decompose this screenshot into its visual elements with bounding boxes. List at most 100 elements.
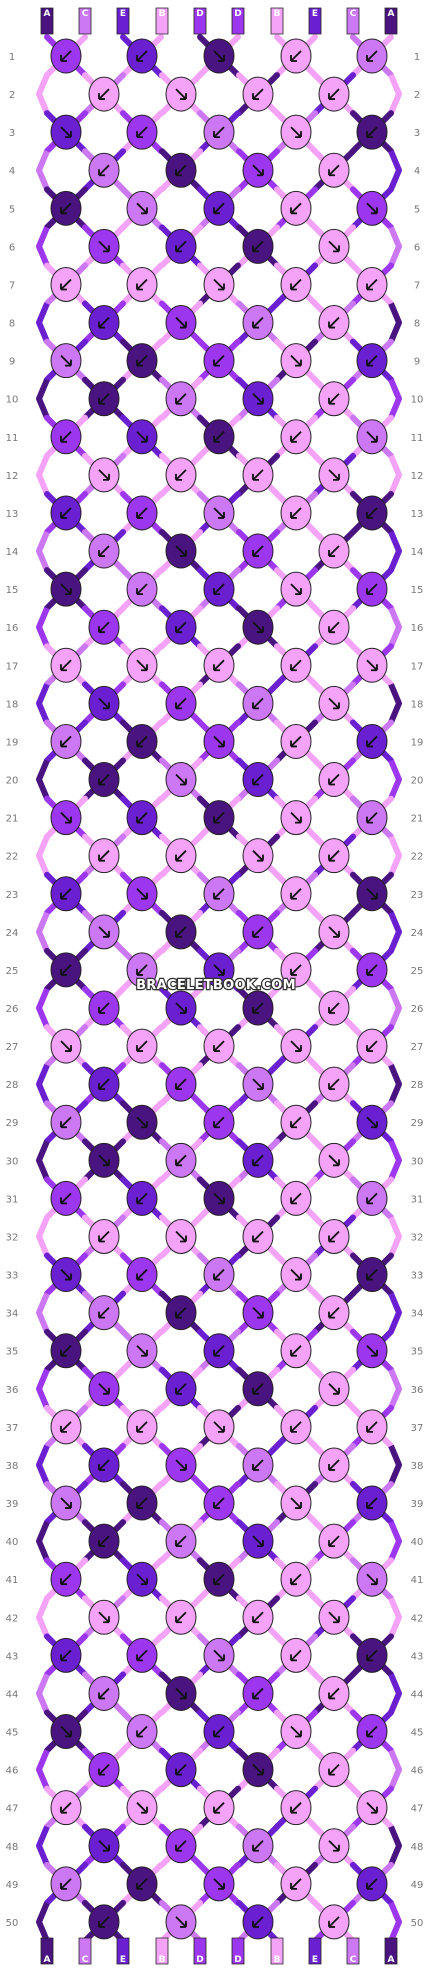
knot-direction-arrow — [366, 1421, 378, 1433]
edge-turn-connector — [388, 1749, 402, 1790]
knot — [280, 1561, 312, 1597]
row-number-right: 17 — [411, 661, 424, 672]
knot — [318, 1752, 350, 1788]
knot-direction-arrow — [136, 888, 148, 900]
knot — [356, 343, 388, 379]
knot-direction-arrow — [252, 1535, 264, 1548]
knot — [356, 495, 388, 531]
knot-direction-arrow — [252, 1078, 264, 1091]
row-number-left: 17 — [6, 661, 19, 672]
edge-turn-connector — [36, 759, 50, 800]
row-number-left: 27 — [6, 1042, 19, 1053]
knot — [356, 1714, 388, 1750]
knot-direction-arrow — [252, 393, 264, 405]
row-number-left: 9 — [9, 357, 15, 368]
row-number-left: 46 — [6, 1766, 19, 1777]
knot — [88, 1218, 120, 1254]
row-number-right: 39 — [411, 1499, 424, 1510]
knot — [242, 76, 274, 112]
knot — [280, 800, 312, 836]
knot — [50, 1790, 82, 1826]
knot-direction-arrow — [98, 240, 110, 253]
knot-direction-arrow — [328, 1535, 340, 1548]
strand-end-top — [384, 7, 398, 35]
knot-direction-arrow — [290, 583, 302, 596]
knot-direction-arrow — [213, 1573, 225, 1586]
knot-direction-arrow — [98, 1611, 110, 1624]
knot — [203, 38, 235, 74]
knot-direction-arrow — [366, 1802, 378, 1814]
knot — [318, 1066, 350, 1102]
knot — [50, 343, 82, 379]
row-number-left: 42 — [6, 1613, 19, 1624]
knot-direction-arrow — [252, 240, 264, 253]
knot — [280, 1028, 312, 1064]
edge-turn-connector — [36, 150, 50, 191]
strand-letter-top: C — [82, 9, 89, 19]
knot-direction-arrow — [136, 659, 148, 672]
edge-turn-connector — [36, 1673, 50, 1714]
knot-direction-arrow — [252, 1763, 264, 1776]
knot — [356, 952, 388, 988]
knot — [126, 1028, 158, 1064]
row-number-right: 41 — [411, 1575, 424, 1586]
knot-direction-arrow — [136, 1192, 148, 1205]
knot — [165, 1904, 197, 1940]
row-number-right: 34 — [411, 1309, 424, 1320]
edge-turn-connector — [388, 759, 402, 800]
strand-end-bottom — [40, 1937, 54, 1965]
knot-direction-arrow — [60, 507, 72, 519]
knot-direction-arrow — [175, 1078, 187, 1091]
knot — [165, 1218, 197, 1254]
knot — [242, 685, 274, 721]
knot — [50, 1257, 82, 1293]
strand-letter-bottom: E — [312, 1955, 318, 1965]
knot-direction-arrow — [328, 545, 340, 557]
edge-turn-connector — [388, 530, 402, 572]
row-number-right: 24 — [411, 928, 424, 939]
knot — [356, 1180, 388, 1216]
knot — [280, 419, 312, 455]
edge-turn-connector — [388, 226, 402, 267]
knot — [318, 990, 350, 1026]
strand-end-top — [270, 7, 284, 35]
knot — [50, 952, 82, 988]
knot-direction-arrow — [213, 278, 225, 291]
knot-direction-arrow — [175, 316, 187, 329]
edge-turn-connector — [388, 454, 402, 496]
row-number-left: 41 — [6, 1575, 19, 1586]
row-number-right: 28 — [411, 1080, 424, 1091]
row-number-left: 49 — [6, 1880, 19, 1891]
row-number-right: 3 — [414, 128, 420, 139]
knot — [242, 1066, 274, 1102]
knot — [280, 1409, 312, 1445]
edge-turn-connector — [36, 1140, 50, 1181]
knot-direction-arrow — [60, 1421, 72, 1433]
knot-direction-arrow — [366, 964, 378, 976]
row-number-right: 38 — [411, 1461, 424, 1472]
knot — [318, 1523, 350, 1559]
knot-direction-arrow — [60, 1802, 72, 1814]
knot-direction-arrow — [60, 964, 72, 976]
knot-direction-arrow — [60, 811, 72, 824]
knot-direction-arrow — [290, 1573, 302, 1586]
knot — [165, 1675, 197, 1711]
knot-direction-arrow — [290, 735, 302, 748]
strand-letter-top: B — [274, 9, 281, 19]
knot — [50, 723, 82, 759]
row-number-right: 32 — [411, 1232, 424, 1243]
knot — [88, 914, 120, 950]
knot — [165, 1142, 197, 1178]
knot — [280, 1714, 312, 1750]
knot-direction-arrow — [60, 1268, 72, 1281]
row-number-left: 15 — [6, 585, 19, 596]
row-number-right: 27 — [411, 1042, 424, 1053]
knot — [203, 343, 235, 379]
knot — [203, 1561, 235, 1597]
row-number-left: 31 — [6, 1194, 19, 1205]
knot — [165, 914, 197, 950]
knot — [356, 1866, 388, 1902]
knot-direction-arrow — [136, 1116, 148, 1129]
knot — [280, 38, 312, 74]
knot-direction-arrow — [366, 1345, 378, 1357]
